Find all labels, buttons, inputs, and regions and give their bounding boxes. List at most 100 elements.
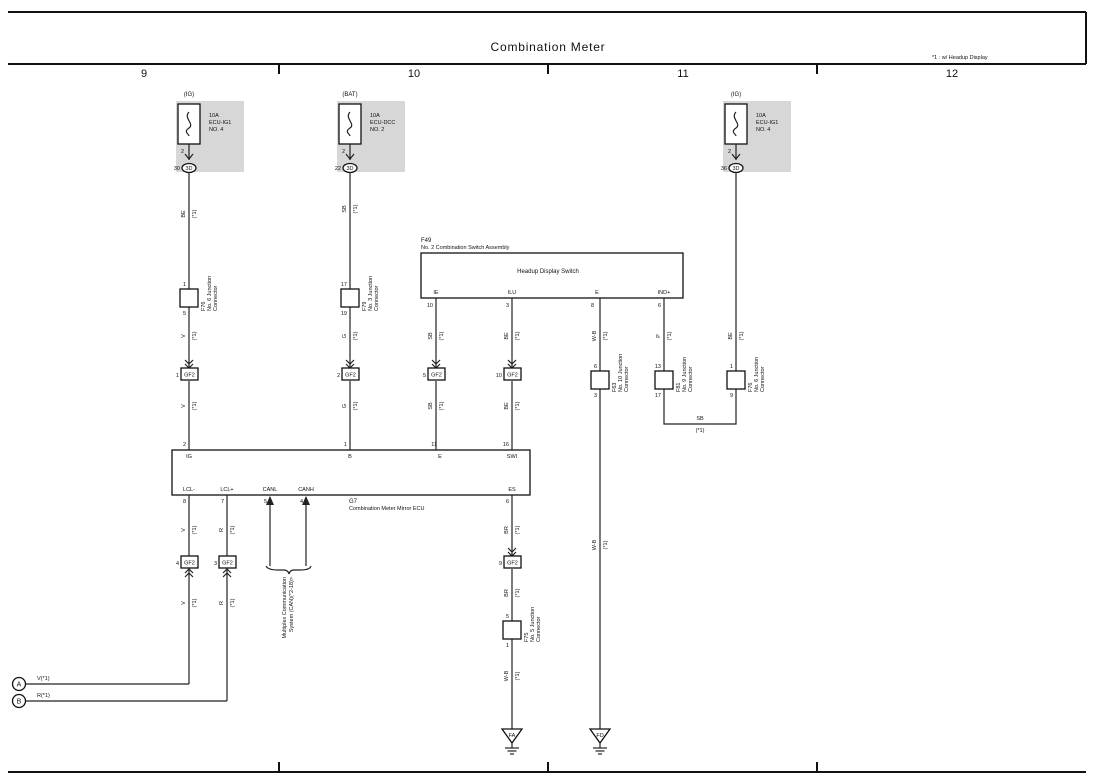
wire-color: W-B: [504, 670, 510, 681]
pin-number: 10: [496, 373, 502, 379]
wire-color: V: [181, 601, 187, 605]
pin-number: 2: [183, 442, 186, 448]
wire-tag: (*1): [439, 331, 445, 340]
junction-code: F75: [524, 633, 530, 642]
junction-name: Connector: [213, 285, 219, 311]
ref-letter: B: [17, 699, 22, 706]
multiplex-label: System (CAN)(*2-18)>: [289, 577, 295, 632]
connector-label: GF2: [507, 561, 518, 567]
component-code: G7: [349, 499, 358, 505]
junction-name: No. 10 Junction: [618, 354, 624, 392]
wire-tag: (*1): [192, 209, 198, 218]
pin-number: 16: [503, 442, 509, 448]
wire-color: SB: [696, 416, 704, 422]
wire-tag: (*1): [667, 331, 673, 340]
gf2-connector: GF2 3: [214, 555, 237, 578]
fuse-rating: 10A: [209, 113, 219, 119]
junction-name: Connector: [624, 366, 630, 392]
junction-code: F76: [201, 302, 207, 311]
gf2-connector: GF2 1: [176, 359, 199, 381]
gf2-connector: GF2 2: [337, 359, 360, 381]
fuse-number: NO. 4: [209, 127, 223, 133]
wire-color: BR: [504, 589, 510, 597]
pin-name: CANL: [263, 487, 278, 493]
junction-connector: 1 9 F76 No. 6 Junction Connector: [726, 357, 766, 399]
wire-tag: (*1): [230, 598, 236, 607]
wire-tag: (*1): [353, 331, 359, 340]
pin-number: 9: [499, 561, 502, 567]
wire-tag: (*1): [439, 401, 445, 410]
pin-number: 4: [176, 561, 179, 567]
wire-tag: (*1): [192, 525, 198, 534]
diagram-title: Combination Meter: [491, 40, 606, 54]
gf2-connector: GF2 5: [423, 359, 446, 381]
gf2-connector: GF2 10: [496, 359, 522, 381]
pin-number: 6: [658, 303, 661, 309]
junction-name: No. 3 Junction: [368, 276, 374, 311]
junction-code: F63: [612, 383, 618, 392]
connector-label: GF2: [507, 373, 518, 379]
pin-number: 3: [214, 561, 217, 567]
pin-number: 6: [506, 499, 509, 505]
pin-number: 36: [721, 166, 727, 172]
pin-number: 3: [594, 393, 597, 399]
wire-color: BE: [181, 210, 187, 218]
pin-name: ES: [508, 487, 516, 493]
connector-label: GF2: [345, 373, 356, 379]
fuse-icon: [732, 111, 739, 137]
junction-code: F76: [748, 383, 754, 392]
ref-wire: R(*1): [37, 693, 50, 699]
footnote: *1 : w/ Headup Display: [932, 55, 988, 61]
pin-number: 11: [431, 442, 437, 448]
pin-number: 2: [342, 149, 345, 155]
ground-label: FD: [596, 733, 603, 739]
wire-tag: (*1): [515, 588, 521, 597]
pin-name: E: [595, 290, 599, 296]
pin-name: IG: [186, 454, 192, 460]
fuse-icon: [346, 111, 353, 137]
wire-labels: BE (*1) V (*1) V (*1) SB (*1) G (*1) G (…: [181, 204, 745, 681]
junction-name: No. 6 Junction: [754, 357, 760, 392]
fuse-name: ECU-DCC: [370, 120, 395, 126]
multiplex-label: Multiplex Communication: [282, 577, 288, 638]
pin-name: E: [438, 454, 442, 460]
wire-color: BE: [504, 332, 510, 340]
fuse-rating: 10A: [370, 113, 380, 119]
wire-color: G: [342, 334, 348, 338]
connector-code: 3D: [185, 166, 192, 172]
pin-number: 3: [506, 303, 509, 309]
fuse-ecu-dcc: (BAT) 10A ECU-DCC NO. 2 2 22 3D: [335, 92, 405, 174]
junction-name: No. 5 Junction: [530, 607, 536, 642]
fuse-rating: 10A: [756, 113, 766, 119]
pin-name: ILU: [508, 290, 517, 296]
pin-number: 4: [300, 499, 303, 505]
column-number: 10: [408, 68, 420, 80]
wire-color: W-B: [592, 539, 598, 550]
fuse-name: ECU-IG1: [209, 120, 231, 126]
pin-number: 5: [423, 373, 426, 379]
pin-number: 8: [183, 499, 186, 505]
fuse-ecu-ig1-right: (IG) 10A ECU-IG1 NO. 4 2 36 3D: [721, 92, 791, 174]
wire-tag: (*1): [192, 401, 198, 410]
wire-tag: (*1): [603, 540, 609, 549]
junction-connector: 13 17 F81 No. 9 Junction Connector: [654, 357, 694, 399]
pin-number: 1: [730, 364, 733, 370]
wire-color: P: [656, 334, 662, 338]
connector-label: GF2: [431, 373, 442, 379]
connector-label: GF2: [222, 561, 233, 567]
junction-code: F79: [362, 302, 368, 311]
wire-color: G: [342, 404, 348, 408]
fuse-number: NO. 4: [756, 127, 770, 133]
junction-connector: 6 3 F63 No. 10 Junction Connector: [590, 354, 630, 399]
fuse-source: (IG): [731, 92, 741, 98]
component-name: No. 2 Combination Switch Assembly: [421, 245, 510, 251]
wire-color: R: [219, 601, 225, 605]
wire-tag: (*1): [192, 598, 198, 607]
junction-connector: 5 1 F75 No. 5 Junction Connector: [502, 607, 542, 649]
pin-number: 2: [728, 149, 731, 155]
wire-color: V: [181, 528, 187, 532]
wire-tag: (*1): [353, 204, 359, 213]
wires: [26, 172, 737, 729]
fuse-source: (IG): [184, 92, 194, 98]
